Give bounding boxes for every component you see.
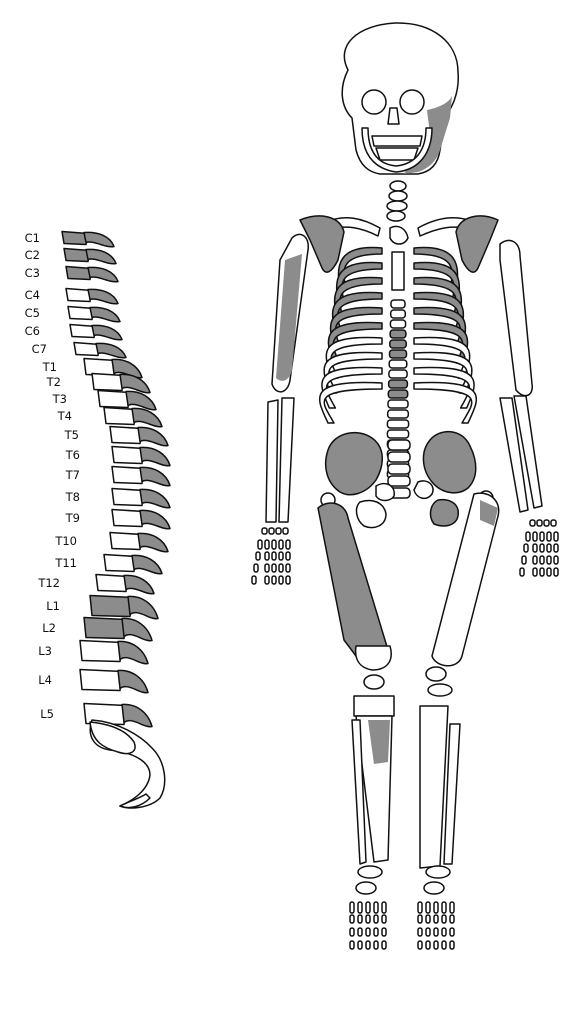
vertebra-label: C2 <box>25 248 40 262</box>
right-arm <box>500 240 558 576</box>
lumbar-vertebra-front <box>388 452 410 462</box>
vertebra-label: C3 <box>25 266 40 280</box>
vertebra-label: C4 <box>25 288 40 302</box>
vertebra-label: T3 <box>52 392 67 406</box>
vertebra-label: L1 <box>46 599 60 613</box>
vertebra-label: L4 <box>38 673 52 687</box>
right-leg <box>418 491 499 949</box>
vertebra-label: T7 <box>65 468 80 482</box>
lumbar-vertebra-front <box>388 440 410 450</box>
left-femur <box>318 503 389 666</box>
vertebra-front <box>389 370 407 378</box>
left-radius <box>266 400 278 522</box>
nasal-cavity <box>388 108 399 124</box>
sacrum-body <box>90 722 135 754</box>
lumbar-vertebra-front <box>388 476 410 486</box>
vertebra-front <box>390 350 407 358</box>
vertebra-label: C7 <box>32 342 47 356</box>
vertebra-l2 <box>84 618 152 641</box>
vertebra-c7 <box>74 343 126 358</box>
left-femur-distal <box>356 646 392 670</box>
vertebra-label: T11 <box>54 556 77 570</box>
left-ilium <box>326 433 383 495</box>
vertebra-c2 <box>64 249 116 264</box>
left-foot-bones <box>350 866 386 949</box>
vertebra-t12 <box>96 575 154 594</box>
skull <box>342 23 458 174</box>
vertebra-front <box>390 330 406 338</box>
vertebra-t11 <box>104 555 162 574</box>
left-pubis <box>376 484 394 501</box>
vertebra-label: T9 <box>65 511 80 525</box>
vertebra-front <box>387 420 408 428</box>
vertebra-t5 <box>110 427 168 446</box>
right-tibia <box>420 706 448 868</box>
left-eye-orbit <box>362 90 386 114</box>
vertebra-label: C5 <box>25 306 40 320</box>
right-tibia-epiphysis <box>428 684 452 696</box>
vertebra-front <box>388 410 409 418</box>
right-humerus <box>500 240 532 395</box>
vertebra-label: T8 <box>65 490 80 504</box>
left-leg <box>318 493 394 949</box>
thoracic-vertebrae-front <box>387 300 410 498</box>
vertebra-l4 <box>80 670 148 693</box>
vertebra-l3 <box>80 641 148 664</box>
left-hand-bones <box>252 528 290 584</box>
vertebra-c6 <box>70 325 122 340</box>
vertebra-front <box>391 310 406 318</box>
left-ulna <box>279 398 294 522</box>
vertebra-label: L2 <box>42 621 56 635</box>
vertebra-t8 <box>112 489 170 508</box>
vertebra-label: T2 <box>46 375 61 389</box>
vertebra-label: L3 <box>38 644 52 658</box>
vertebra-label: T1 <box>42 360 57 374</box>
vertebra-label: C1 <box>25 231 40 245</box>
vertebra-l1 <box>90 596 158 619</box>
cervical-column-front <box>387 181 407 221</box>
vertebra-c4 <box>66 289 118 304</box>
vertebra-t6 <box>112 447 170 466</box>
vertebra-labels: C1C2C3C4C5C6C7T1T2T3T4T5T6T7T8T9T10T11T1… <box>25 231 80 721</box>
vertebra-front <box>391 300 405 308</box>
left-ischium <box>357 501 386 528</box>
vertebra-t10 <box>110 533 168 552</box>
right-foot-bones <box>418 866 454 949</box>
right-hand-bones <box>520 520 558 576</box>
right-patella <box>426 667 446 681</box>
vertebra-front <box>389 380 408 388</box>
vertebra-label: T12 <box>37 576 60 590</box>
vertebra-label: L5 <box>40 707 54 721</box>
vertebra-t9 <box>112 510 170 529</box>
vertebra-front <box>390 320 405 328</box>
manubrium <box>390 226 408 244</box>
vertebra-c1 <box>62 232 114 247</box>
vertebra-t7 <box>112 467 170 486</box>
vertebra-front <box>389 360 407 368</box>
right-pubis <box>414 481 433 498</box>
left-tibia-proximal <box>354 696 394 716</box>
vertebra-label: T4 <box>57 409 72 423</box>
vertebra-c3 <box>66 267 118 282</box>
vertebra-front <box>388 390 407 398</box>
vertebra-front <box>388 400 408 408</box>
teeth-upper <box>372 136 422 146</box>
left-arm <box>252 234 308 584</box>
right-eye-orbit <box>400 90 424 114</box>
vertebra-c5 <box>68 307 120 322</box>
right-ischium <box>431 500 459 526</box>
vertebra-label: T6 <box>65 448 80 462</box>
vertebra-front <box>390 340 406 348</box>
left-patella <box>364 675 384 689</box>
teeth-lower <box>376 148 418 160</box>
right-scapula <box>456 216 498 272</box>
vertebra-front <box>387 430 408 438</box>
lumbar-vertebra-front <box>388 464 410 474</box>
vertebra-label: C6 <box>25 324 40 338</box>
vertebra-label: T5 <box>64 428 79 442</box>
sternum-body <box>392 252 404 290</box>
vertebra-label: T10 <box>54 534 77 548</box>
